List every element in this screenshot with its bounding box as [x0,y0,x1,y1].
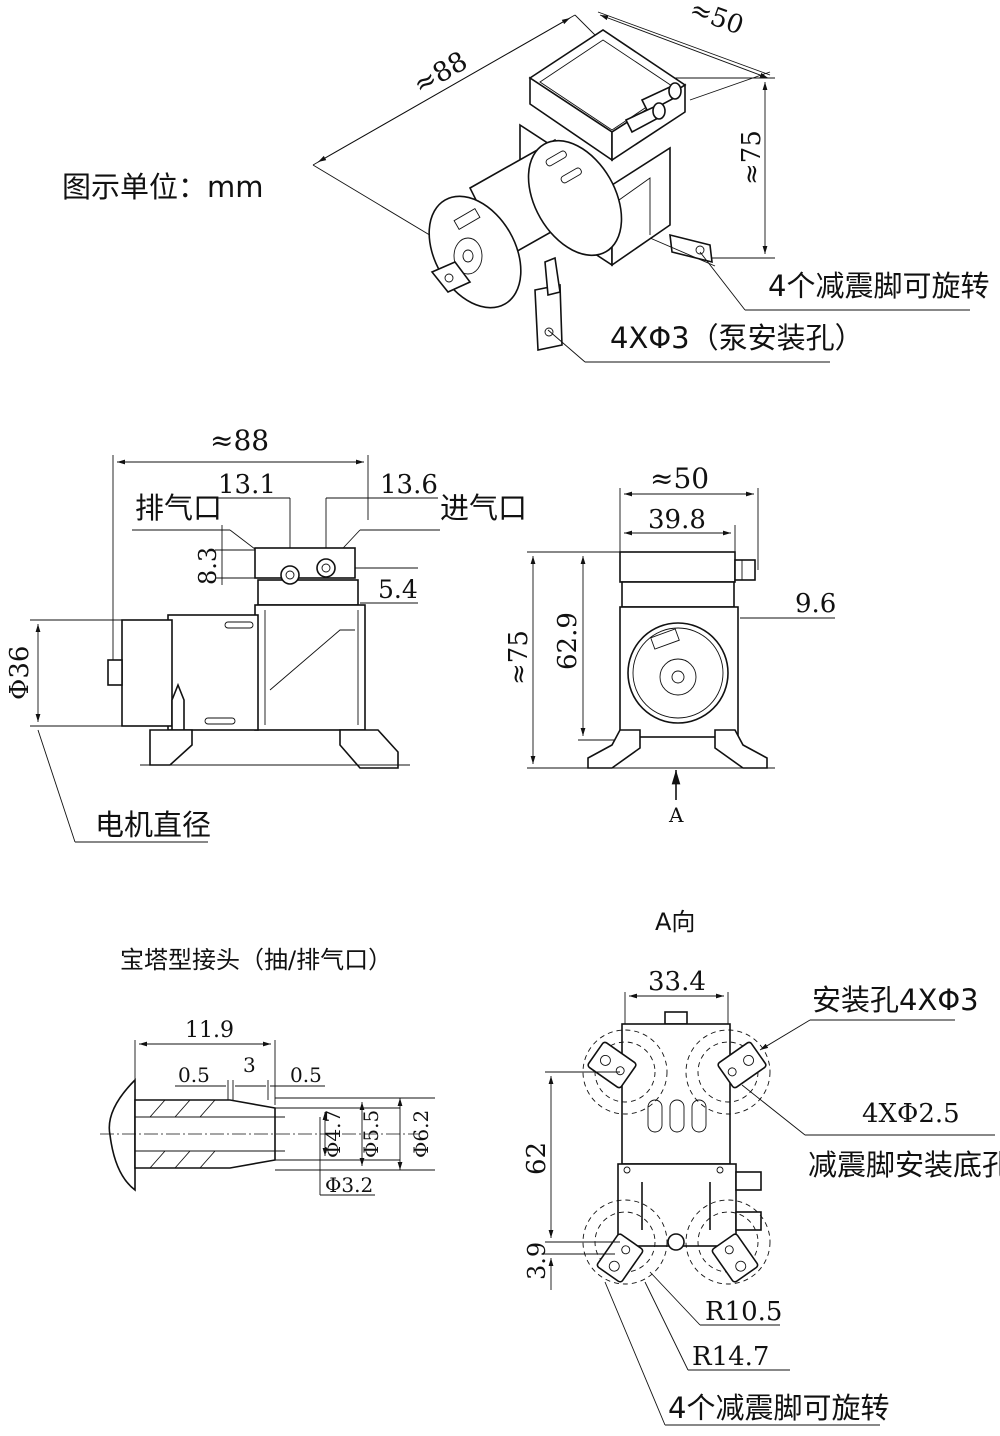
barb-dim-gap-left: 0.5 [178,1063,210,1087]
barb-dim-d32: Φ3.2 [325,1173,373,1197]
a-view-callout-feet: 4个减震脚可旋转 [668,1391,889,1425]
front-dim-width: ≈50 [650,462,709,495]
side-dim-length: ≈88 [210,424,269,457]
a-view-dim-offset: 3.9 [523,1242,551,1280]
a-view-callout-holes: 安装孔4XΦ3 [812,983,979,1017]
a-view-callout-base: 减震脚安装底孔 [808,1148,1000,1182]
barb-title: 宝塔型接头（抽/排气口） [120,946,392,974]
a-view-dim-spacing: 62 [522,1142,552,1175]
barb-dim-d55: Φ5.5 [359,1110,383,1158]
side-dim-exhaust-offset: 13.1 [218,470,276,500]
barb-dim-d62: Φ6.2 [409,1110,433,1158]
a-view: A向 33.4 [522,908,1000,1426]
barb-dim-mid: 3 [243,1053,256,1077]
side-dim-inlet-offset: 13.6 [380,470,438,500]
iso-dim-width: ≈50 [686,0,748,41]
a-view-title: A向 [655,908,695,936]
iso-dim-length: ≈88 [408,46,473,101]
barb-dim-d47: Φ4.7 [321,1110,345,1158]
side-dim-port-height: 8.3 [194,547,222,585]
side-dim-motor-dia: Φ36 [5,646,35,700]
side-view: ≈88 13.1 13.6 排气口 进气口 8.3 5.4 [5,424,527,843]
iso-dim-height: ≈75 [737,130,767,185]
barb-fitting-view: 宝塔型接头（抽/排气口） 11.9 0.5 3 0.5 Φ4.7 Φ5.5 [100,946,435,1197]
side-label-motor-dia: 电机直径 [95,808,211,842]
side-label-exhaust: 排气口 [135,491,222,525]
front-dim-height: ≈75 [504,630,534,685]
iso-callout-feet: 4个减震脚可旋转 [768,269,989,303]
a-view-callout-base-dia: 4XΦ2.5 [862,1099,960,1129]
side-label-inlet: 进气口 [440,491,527,525]
front-dim-nozzle: 9.6 [795,589,836,619]
barb-dim-length: 11.9 [185,1018,234,1043]
front-dim-body-height: 62.9 [553,612,583,670]
unit-note: 图示单位：mm [62,170,264,204]
iso-callout-holes: 4XΦ3（泵安装孔） [610,321,864,355]
front-view: ≈50 39.8 9.6 ≈75 62.9 A [504,462,836,827]
barb-dim-gap-right: 0.5 [290,1063,322,1087]
front-dim-head-width: 39.8 [648,505,706,535]
side-dim-port-drop: 5.4 [378,575,418,604]
a-view-dim-head: 33.4 [648,967,706,997]
a-view-dim-r-inner: R10.5 [705,1297,782,1327]
isometric-view: ≈88 ≈50 ≈75 [312,0,989,363]
front-view-arrow-label: A [668,803,684,827]
a-view-dim-r-outer: R14.7 [692,1342,769,1372]
